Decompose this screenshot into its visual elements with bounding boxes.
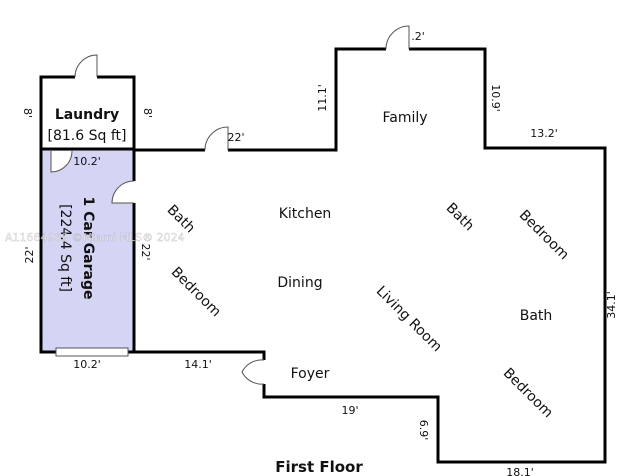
dim-kitchen-top: 22': [227, 131, 244, 144]
dim-laundry-left: 8': [21, 108, 34, 118]
laundry-area: [81.6 Sq ft]: [48, 128, 127, 144]
dining-label: Dining: [277, 275, 322, 291]
family-door[interactable]: [385, 25, 410, 52]
house-outline: [134, 47, 607, 464]
garage-label: 1 Car Garage: [80, 197, 96, 300]
dim-bottom-right: 18.1': [506, 466, 534, 476]
living-room-label: Living Room: [373, 283, 445, 355]
kitchen-door[interactable]: [204, 126, 229, 153]
garage-area: [41, 149, 134, 352]
dim-family-right: 10.9': [489, 84, 502, 112]
family-label: Family: [382, 110, 427, 126]
kitchen-label: Kitchen: [279, 206, 332, 222]
floor-title: First Floor: [275, 458, 363, 476]
dim-garage-right: 22': [139, 243, 152, 260]
garage-side-door[interactable]: [111, 180, 137, 204]
foyer-door[interactable]: [241, 359, 267, 385]
watermark: A11664969 ©Miami MLS® 2024: [5, 231, 185, 244]
garage-laundry-door[interactable]: [50, 150, 73, 173]
bath-label-center: Bath: [443, 200, 477, 234]
foyer-label: Foyer: [291, 366, 330, 382]
garage-door[interactable]: [55, 347, 129, 357]
laundry-label: Laundry: [55, 107, 119, 123]
dim-step: 6.9': [417, 420, 430, 441]
garage-area-label: [224.4 Sq ft]: [57, 204, 73, 292]
dim-bottom-left: 14.1': [184, 358, 212, 371]
bath-label-right: Bath: [520, 308, 553, 324]
dim-foyer-bottom: 19': [341, 404, 358, 417]
dim-laundry-right: 8': [141, 108, 154, 118]
dim-garage-top: 10.2': [73, 155, 101, 168]
dim-right-side: 34.1': [605, 291, 618, 319]
dim-right-top: 13.2': [530, 127, 558, 140]
laundry-door[interactable]: [74, 54, 98, 80]
dim-family-top: .2': [411, 30, 425, 43]
bedroom-label-top-right: Bedroom: [516, 207, 572, 263]
bedroom-label-bottom-right: Bedroom: [500, 365, 556, 421]
bedroom-label-left: Bedroom: [168, 264, 224, 320]
dim-family-left: 11.1': [316, 84, 329, 112]
dim-garage-left: 22': [23, 246, 36, 263]
dim-garage-bottom: 10.2': [73, 358, 101, 371]
